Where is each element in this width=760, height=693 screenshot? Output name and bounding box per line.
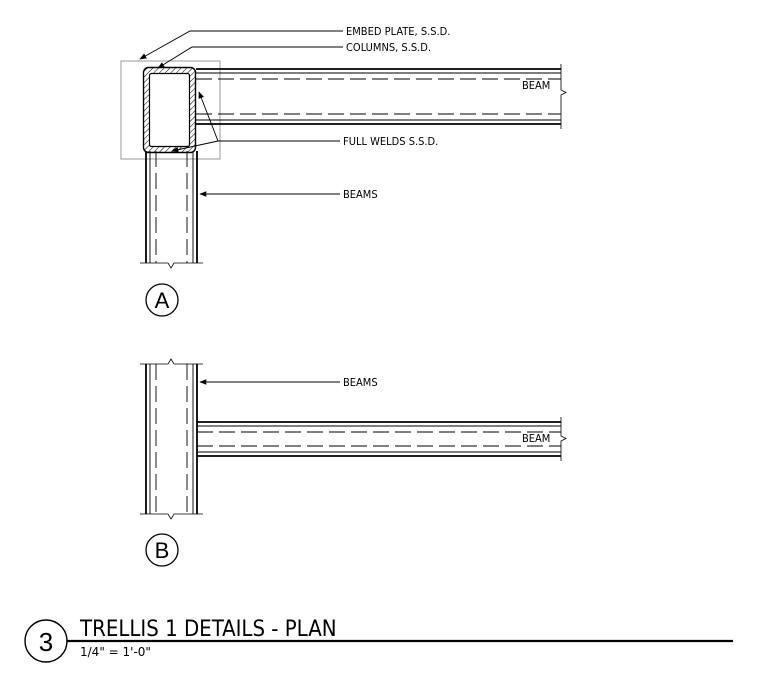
title-block: 3 TRELLIS 1 DETAILS - PLAN 1/4" = 1'-0" (24, 617, 733, 663)
detail-number: 3 (39, 627, 53, 657)
drawing-scale: 1/4" = 1'-0" (80, 645, 151, 659)
embed-plate (120, 60, 221, 160)
leaders-a (139, 30, 343, 197)
beam-horizontal-a (196, 64, 567, 129)
beam-label-b: BEAM (522, 432, 550, 445)
break-line (140, 513, 203, 520)
beam-vertical-a (140, 151, 203, 269)
drawing-title: TRELLIS 1 DETAILS - PLAN (79, 617, 337, 642)
detail-marker-b-letter: B (155, 538, 170, 563)
detail-marker-b (145, 533, 179, 567)
callout-beams-b: BEAMS (343, 376, 378, 389)
detail-marker-a-letter: A (155, 288, 170, 313)
break-line (560, 417, 567, 461)
detail-a: EMBED PLATE, S.S.D. COLUMNS, S.S.D. FULL… (120, 25, 567, 317)
detail-marker-a (145, 283, 179, 317)
break-line (140, 358, 203, 365)
callout-full-welds: FULL WELDS S.S.D. (343, 135, 438, 148)
break-line (140, 262, 203, 269)
beam-vertical-b (140, 358, 203, 520)
detail-b: BEAMS BEAM B (140, 358, 567, 567)
beam-label-a: BEAM (522, 79, 550, 92)
column-a (142, 66, 197, 154)
callout-beams-a: BEAMS (343, 188, 378, 201)
callout-columns: COLUMNS, S.S.D. (346, 41, 431, 54)
beam-horizontal-b (197, 417, 567, 461)
callout-embed-plate: EMBED PLATE, S.S.D. (346, 25, 450, 38)
break-line (560, 64, 567, 129)
